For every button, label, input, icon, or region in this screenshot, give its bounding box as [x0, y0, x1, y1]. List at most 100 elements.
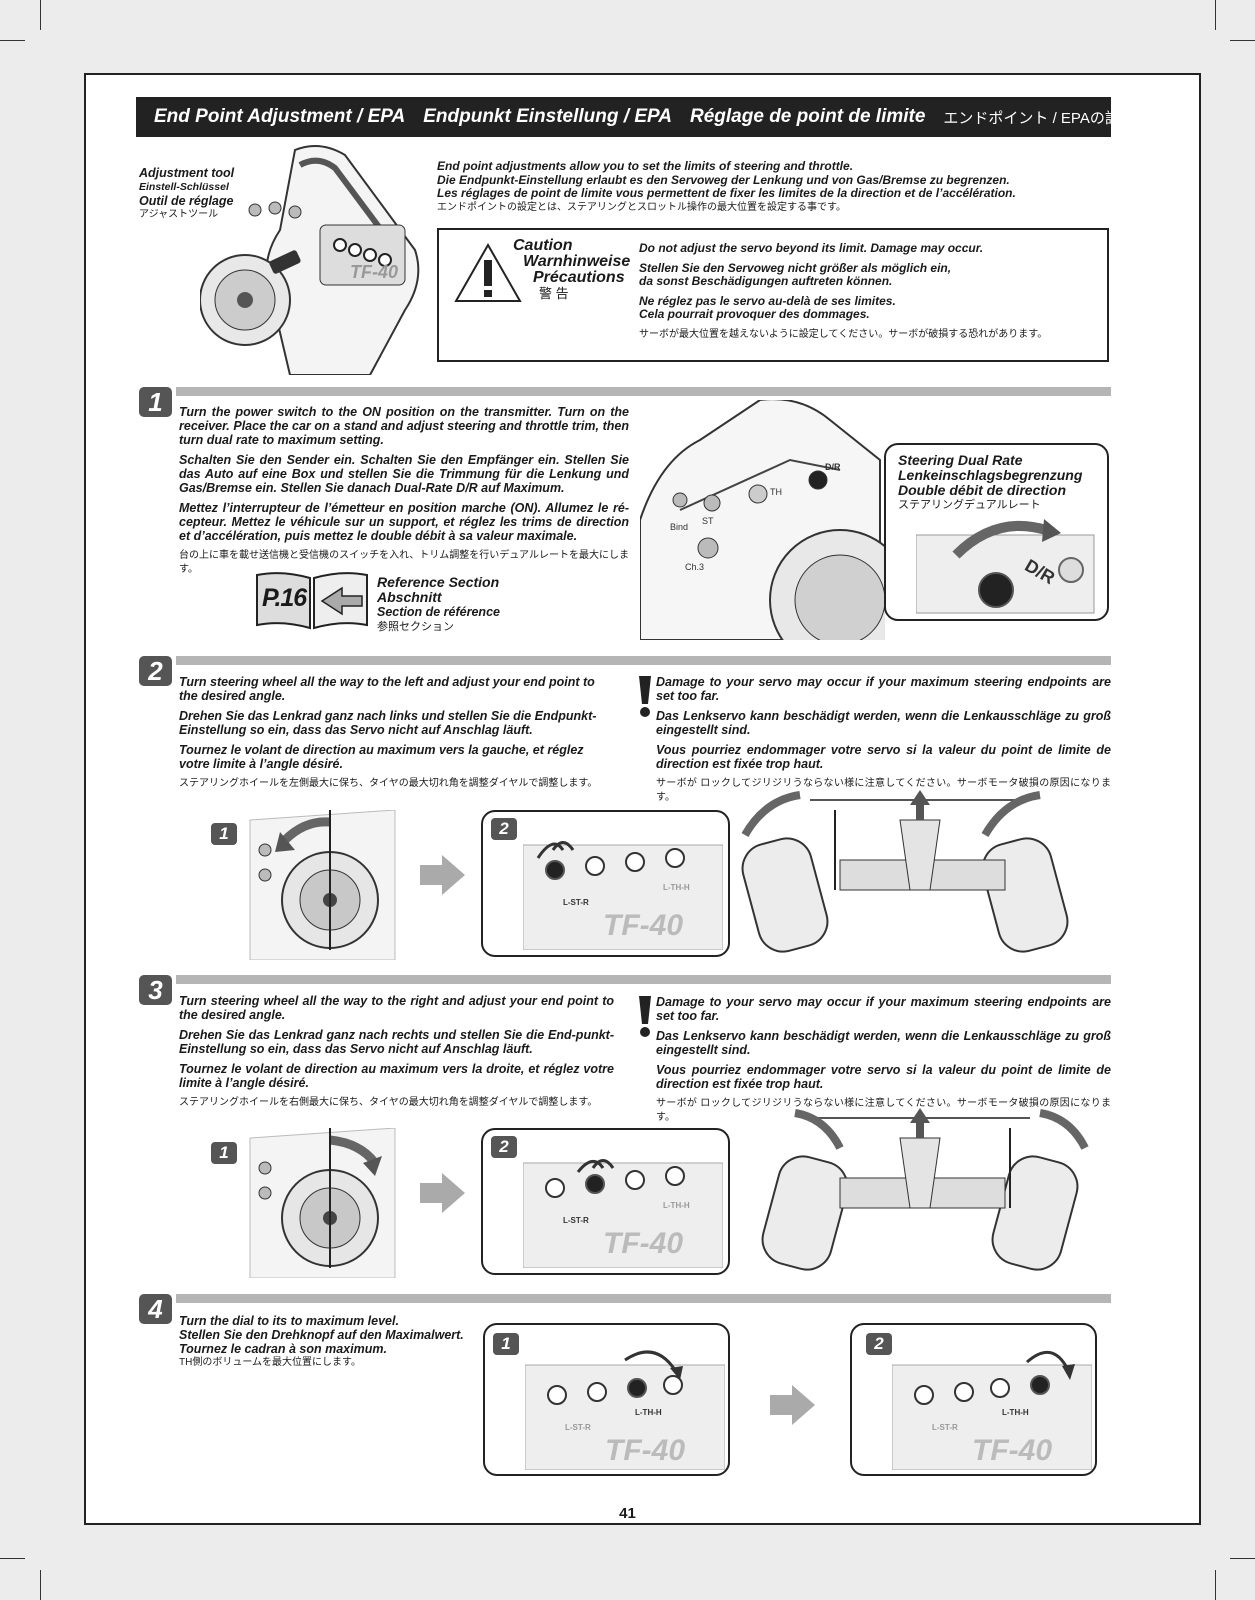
callout-fr: Double débit de direction	[898, 482, 1067, 498]
caution-en: Do not adjust the servo beyond its limit…	[639, 241, 984, 255]
step-2-warn-de: Das Lenkservo kann beschädigt werden, we…	[656, 709, 1111, 737]
callout-de: Lenkeinschlagsbegrenzung	[898, 467, 1083, 483]
step-4-text: Turn the dial to its to maximum level. S…	[179, 1314, 479, 1370]
tool-label-jp: アジャストツール	[139, 209, 219, 220]
step-2-warning: Damage to your servo may occur if your m…	[656, 675, 1111, 805]
step-2-warn-en: Damage to your servo may occur if your m…	[656, 675, 1111, 703]
caution-de2: da sonst Beschädigungen auftreten können…	[639, 274, 893, 288]
crop-mark	[40, 0, 41, 30]
step-4-sub-1-panel: 1 L-ST-R L-TH-H TF-40	[483, 1323, 730, 1476]
step-1-bar	[176, 387, 1111, 396]
panel-label-right: L-TH-H	[663, 883, 690, 892]
caution-text: Do not adjust the servo beyond its limit…	[639, 241, 1099, 341]
dual-rate-callout: Steering Dual Rate Lenkeinschlagsbegrenz…	[884, 443, 1109, 621]
step-3-fr: Tournez le volant de direction au maximu…	[179, 1062, 614, 1090]
step-2-badge: 2	[139, 656, 172, 686]
caution-label-de: Warnhinweise	[523, 253, 631, 270]
caution-box: Caution Warnhinweise Précautions 警 告 Do …	[437, 228, 1109, 362]
caution-fr2: Cela pourrait provoquer des dommages.	[639, 307, 870, 321]
caution-label-fr: Précautions	[533, 269, 625, 286]
crop-mark	[1215, 1570, 1216, 1600]
step-3-text: Turn steering wheel all the way to the r…	[179, 994, 614, 1110]
step-4-sub-1-badge: 1	[493, 1333, 519, 1355]
step-2-arrow-icon	[420, 855, 465, 895]
caution-label-jp: 警 告	[539, 286, 569, 301]
tx-label-th: TH	[770, 487, 782, 497]
intro-jp: エンドポイントの設定とは、ステアリングとスロットル操作の最大位置を設定する事です…	[437, 201, 846, 213]
panel-brand: TF-40	[603, 1227, 683, 1260]
step-3-en: Turn steering wheel all the way to the r…	[179, 994, 614, 1022]
caution-labels: Caution Warnhinweise Précautions 警 告	[513, 238, 630, 302]
step-1-fr: Mettez l’interrupteur de l’émetteur en p…	[179, 501, 629, 543]
step-1-de: Schalten Sie den Sender ein. Schalten Si…	[179, 453, 629, 495]
step-4-fr: Tournez le cadran à son maximum.	[179, 1342, 387, 1356]
svg-text:TF-40: TF-40	[350, 262, 398, 282]
step-3-badge: 3	[139, 975, 172, 1005]
intro-en: End point adjustments allow you to set t…	[437, 159, 854, 173]
step-4-sub-2-badge: 2	[866, 1333, 892, 1355]
caution-label-en: Caution	[513, 237, 573, 254]
step-3-wheel-illustration	[249, 1128, 396, 1278]
page-number: 41	[619, 1505, 636, 1522]
step-4-sub-2-panel: 2 L-ST-R L-TH-H TF-40	[850, 1323, 1097, 1476]
reference-book-icon	[256, 572, 368, 630]
step-3-arrow-icon	[420, 1173, 465, 1213]
ref-de: Abschnitt	[377, 589, 442, 605]
header-title-fr: Réglage de point de limite	[690, 106, 926, 127]
tool-label-fr: Outil de réglage	[139, 194, 234, 208]
step-2-text: Turn steering wheel all the way to the l…	[179, 675, 614, 791]
step-3-sub-2-panel: 2 L-ST-R L-TH-H TF-40	[481, 1128, 730, 1275]
dr-dial-illustration: D/R	[916, 519, 1095, 614]
crop-mark	[0, 1558, 25, 1559]
step-2-bar	[176, 656, 1111, 665]
caution-de1: Stellen Sie den Servoweg nicht größer al…	[639, 260, 952, 275]
step-3-jp: ステアリングホイールを右側最大に保ち、タイヤの最大切れ角を調整ダイヤルで調整しま…	[179, 1097, 598, 1108]
header-title-de: Endpunkt Einstellung / EPA	[423, 106, 672, 127]
intro-text: End point adjustments allow you to set t…	[437, 159, 1117, 214]
tx-label-st: ST	[702, 516, 714, 526]
step-3-warn-jp: サーボが ロックしてジリジリうならない様に注意してください。サーボモータ破損の原…	[656, 1098, 1111, 1123]
step-3-sub-1-badge: 1	[211, 1142, 237, 1164]
step-3-chassis-illustration	[761, 1108, 1089, 1271]
panel-label-right: L-TH-H	[1002, 1408, 1029, 1417]
step-3-dial-panel-illustration: L-ST-R L-TH-H TF-40	[523, 1159, 723, 1268]
step-2-dial-panel-illustration: L-ST-R L-TH-H TF-40	[523, 841, 723, 950]
step-4-bar	[176, 1294, 1111, 1303]
step-3-warn-en: Damage to your servo may occur if your m…	[656, 995, 1111, 1023]
step-3-de: Drehen Sie das Lenkrad ganz nach rechts …	[179, 1028, 614, 1056]
callout-text: Steering Dual Rate Lenkeinschlagsbegrenz…	[898, 453, 1082, 513]
step-2-fr: Tournez le volant de direction au maximu…	[179, 743, 584, 771]
step-1-jp: 台の上に車を載せ送信機と受信機のスイッチを入れ、トリム調整を行いデュアルレートを…	[179, 550, 629, 575]
crop-mark	[1215, 0, 1216, 30]
step-4-sub-2-dial-illustration: L-ST-R L-TH-H TF-40	[892, 1351, 1092, 1470]
callout-en: Steering Dual Rate	[898, 452, 1023, 468]
panel-label-left: L-ST-R	[563, 898, 589, 907]
intro-de: Die Endpunkt-Einstellung erlaubt es den …	[437, 172, 1010, 187]
step-3-warn-de: Das Lenkservo kann beschädigt werden, we…	[656, 1029, 1111, 1057]
step-4-en: Turn the dial to its to maximum level.	[179, 1314, 399, 1328]
step-2-en: Turn steering wheel all the way to the l…	[179, 675, 595, 703]
step-4-de: Stellen Sie den Drehknopf auf den Maxima…	[179, 1328, 464, 1342]
ref-jp: 参照セクション	[377, 621, 454, 633]
step-2-warn-jp: サーボが ロックしてジリジリうならない様に注意してください。サーボモータ破損の原…	[656, 778, 1111, 803]
header-title-en: End Point Adjustment / EPA	[154, 106, 406, 127]
transmitter-illustration: TF-40	[200, 145, 420, 375]
crop-mark	[0, 40, 25, 41]
step-4-arrow-icon	[770, 1385, 815, 1425]
tool-label: Adjustment tool Einstell-Schlüssel Outil…	[139, 166, 279, 222]
tool-label-en: Adjustment tool	[139, 166, 235, 180]
step-3-warning-icon	[639, 996, 651, 1037]
panel-label-left: L-ST-R	[563, 1216, 589, 1225]
step-2-warning-icon	[639, 676, 651, 717]
crop-mark	[40, 1570, 41, 1600]
tool-label-de: Einstell-Schlüssel	[139, 181, 229, 193]
caution-fr1: Ne réglez pas le servo au-delà de ses li…	[639, 293, 896, 308]
panel-label-right: L-TH-H	[635, 1408, 662, 1417]
step-4-badge: 4	[139, 1294, 172, 1324]
tx-label-bind: Bind	[670, 522, 688, 532]
step-2-sub-2-panel: 2 L-ST-R L-TH-H TF-40	[481, 810, 730, 957]
step-3-sub-2-badge: 2	[491, 1136, 517, 1158]
step-3-bar	[176, 975, 1111, 984]
ref-labels: Reference Section Abschnitt Section de r…	[377, 575, 500, 635]
panel-brand: TF-40	[972, 1434, 1052, 1467]
